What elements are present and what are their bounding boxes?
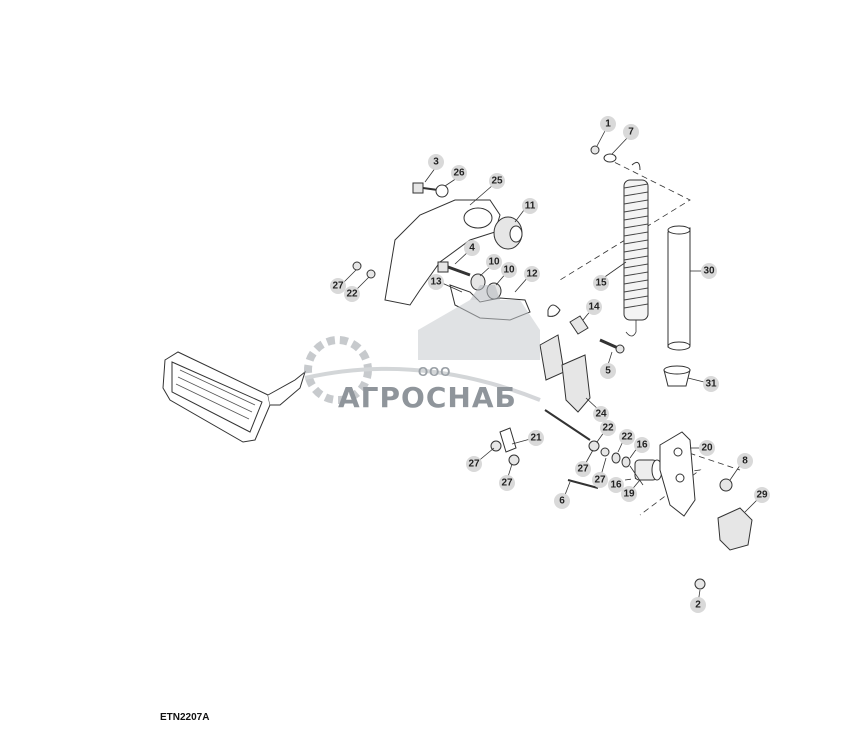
sensor-brackets — [539, 334, 591, 441]
svg-text:13: 13 — [430, 277, 442, 288]
callout-26: 26 — [451, 165, 467, 181]
svg-text:20: 20 — [701, 443, 713, 454]
svg-text:14: 14 — [588, 302, 600, 313]
svg-text:2: 2 — [695, 600, 701, 611]
svg-text:27: 27 — [501, 478, 513, 489]
callout-27d: 27 — [592, 472, 608, 488]
callout-8: 8 — [737, 453, 753, 469]
bushing-and-pin — [547, 304, 625, 354]
callout-31: 31 — [703, 376, 719, 392]
callout-22b: 22 — [600, 420, 616, 436]
svg-text:22: 22 — [621, 432, 633, 443]
callout-5: 5 — [600, 363, 616, 379]
svg-text:27: 27 — [332, 281, 344, 292]
svg-text:27: 27 — [468, 459, 480, 470]
svg-text:3: 3 — [433, 157, 439, 168]
callout-30: 30 — [701, 263, 717, 279]
svg-text:31: 31 — [705, 379, 717, 390]
callout-29: 29 — [754, 487, 770, 503]
callout-27e: 27 — [499, 475, 515, 491]
svg-text:10: 10 — [503, 265, 515, 276]
callout-16a: 16 — [634, 437, 650, 453]
svg-text:16: 16 — [610, 480, 622, 491]
callout-27c: 27 — [575, 461, 591, 477]
callout-16b: 16 — [608, 477, 624, 493]
svg-text:16: 16 — [636, 440, 648, 451]
svg-text:29: 29 — [756, 490, 768, 501]
callout-12: 12 — [524, 266, 540, 282]
figure-code: ETN2207A — [160, 712, 210, 723]
svg-text:12: 12 — [526, 269, 538, 280]
return-spring — [590, 145, 649, 337]
svg-text:5: 5 — [605, 366, 611, 377]
svg-text:11: 11 — [525, 201, 536, 212]
svg-text:19: 19 — [623, 489, 635, 500]
callout-2: 2 — [690, 597, 706, 613]
svg-text:25: 25 — [491, 176, 503, 187]
callout-14: 14 — [586, 299, 602, 315]
svg-text:15: 15 — [595, 278, 607, 289]
svg-text:6: 6 — [559, 496, 565, 507]
cap — [663, 365, 691, 387]
svg-text:4: 4 — [469, 243, 475, 254]
svg-text:1: 1 — [605, 119, 611, 130]
callout-19: 19 — [621, 486, 637, 502]
svg-text:26: 26 — [453, 168, 465, 179]
spring-cover-tube — [667, 225, 691, 351]
svg-text:27: 27 — [577, 464, 589, 475]
callout-13: 13 — [428, 274, 444, 290]
callout-27b: 27 — [466, 456, 482, 472]
callout-24: 24 — [593, 406, 609, 422]
accelerator-pedal — [162, 351, 306, 443]
position-sensor — [694, 507, 753, 590]
watermark-company-name: АГРОСНАБ — [338, 381, 517, 414]
callout-15: 15 — [593, 275, 609, 291]
callout-3: 3 — [428, 154, 444, 170]
callout-10b: 10 — [501, 262, 517, 278]
svg-text:7: 7 — [628, 127, 634, 138]
callout-22c: 22 — [619, 429, 635, 445]
svg-text:8: 8 — [742, 456, 748, 467]
callout-1: 1 — [600, 116, 616, 132]
callout-10a: 10 — [486, 254, 502, 270]
svg-text:27: 27 — [594, 475, 606, 486]
sensor-plate — [659, 431, 733, 517]
callout-22a: 22 — [344, 286, 360, 302]
callout-21: 21 — [528, 430, 544, 446]
callout-7: 7 — [623, 124, 639, 140]
clip-and-nuts — [490, 427, 520, 466]
watermark-logo — [304, 285, 541, 404]
svg-text:22: 22 — [602, 423, 614, 434]
callout-20: 20 — [699, 440, 715, 456]
svg-text:10: 10 — [488, 257, 500, 268]
callout-6: 6 — [554, 493, 570, 509]
callout-27a: 27 — [330, 278, 346, 294]
callout-11: 11 — [522, 198, 538, 214]
svg-text:22: 22 — [346, 289, 358, 300]
watermark-company-type: ООО — [418, 364, 452, 379]
svg-text:30: 30 — [703, 266, 715, 277]
pedal-bracket — [384, 199, 523, 306]
callout-25: 25 — [489, 173, 505, 189]
svg-text:21: 21 — [530, 433, 542, 444]
svg-text:24: 24 — [595, 409, 607, 420]
callout-4: 4 — [464, 240, 480, 256]
callouts: 1 7 3 26 25 11 4 10 10 12 13 27 22 15 30… — [330, 116, 770, 613]
